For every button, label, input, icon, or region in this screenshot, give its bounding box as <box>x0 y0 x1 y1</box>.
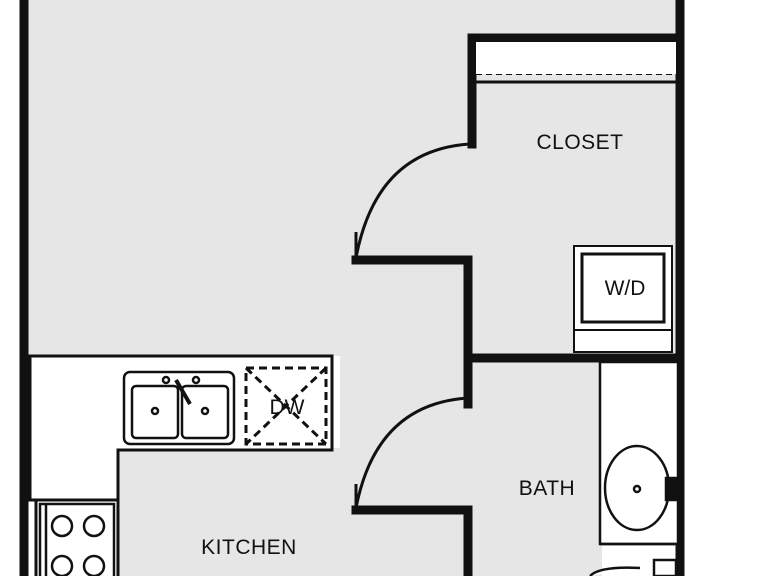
bath-door-swing <box>354 396 469 509</box>
doors <box>354 142 471 509</box>
room-labels: CLOSET BATH KITCHEN <box>201 131 623 559</box>
burner-icon <box>82 514 106 538</box>
bath-sink-drain <box>632 484 642 494</box>
bath-label: BATH <box>519 477 575 500</box>
closet-door-swing <box>354 142 471 259</box>
burner-icon <box>50 554 74 576</box>
kitchen-sink <box>122 370 236 446</box>
bath-floor <box>470 362 602 576</box>
dw-diag-2 <box>244 366 328 446</box>
stove <box>38 502 116 576</box>
toilet-bowl <box>589 566 641 576</box>
wd-label: W/D <box>605 277 646 300</box>
washer-dryer: W/D <box>573 245 673 353</box>
dw-label: DW <box>270 396 305 419</box>
bath-fixtures <box>589 360 680 576</box>
walls <box>19 0 685 576</box>
sink-tap-right <box>191 375 201 385</box>
burner-icon <box>50 514 74 538</box>
kitchen-label: KITCHEN <box>201 536 297 559</box>
bath-faucet-icon <box>664 476 678 502</box>
toilet-tank <box>652 558 678 576</box>
wd-inner <box>580 252 666 324</box>
closet-shelf <box>476 42 676 84</box>
sink-drain-right <box>200 406 210 416</box>
sink-faucet-icon <box>174 378 192 406</box>
closet-label: CLOSET <box>536 131 623 154</box>
sink-drain-left <box>150 406 160 416</box>
dishwasher: DW <box>244 366 328 446</box>
sink-tap-left <box>161 375 171 385</box>
burner-icon <box>82 554 106 576</box>
shelf-fill <box>476 42 676 74</box>
